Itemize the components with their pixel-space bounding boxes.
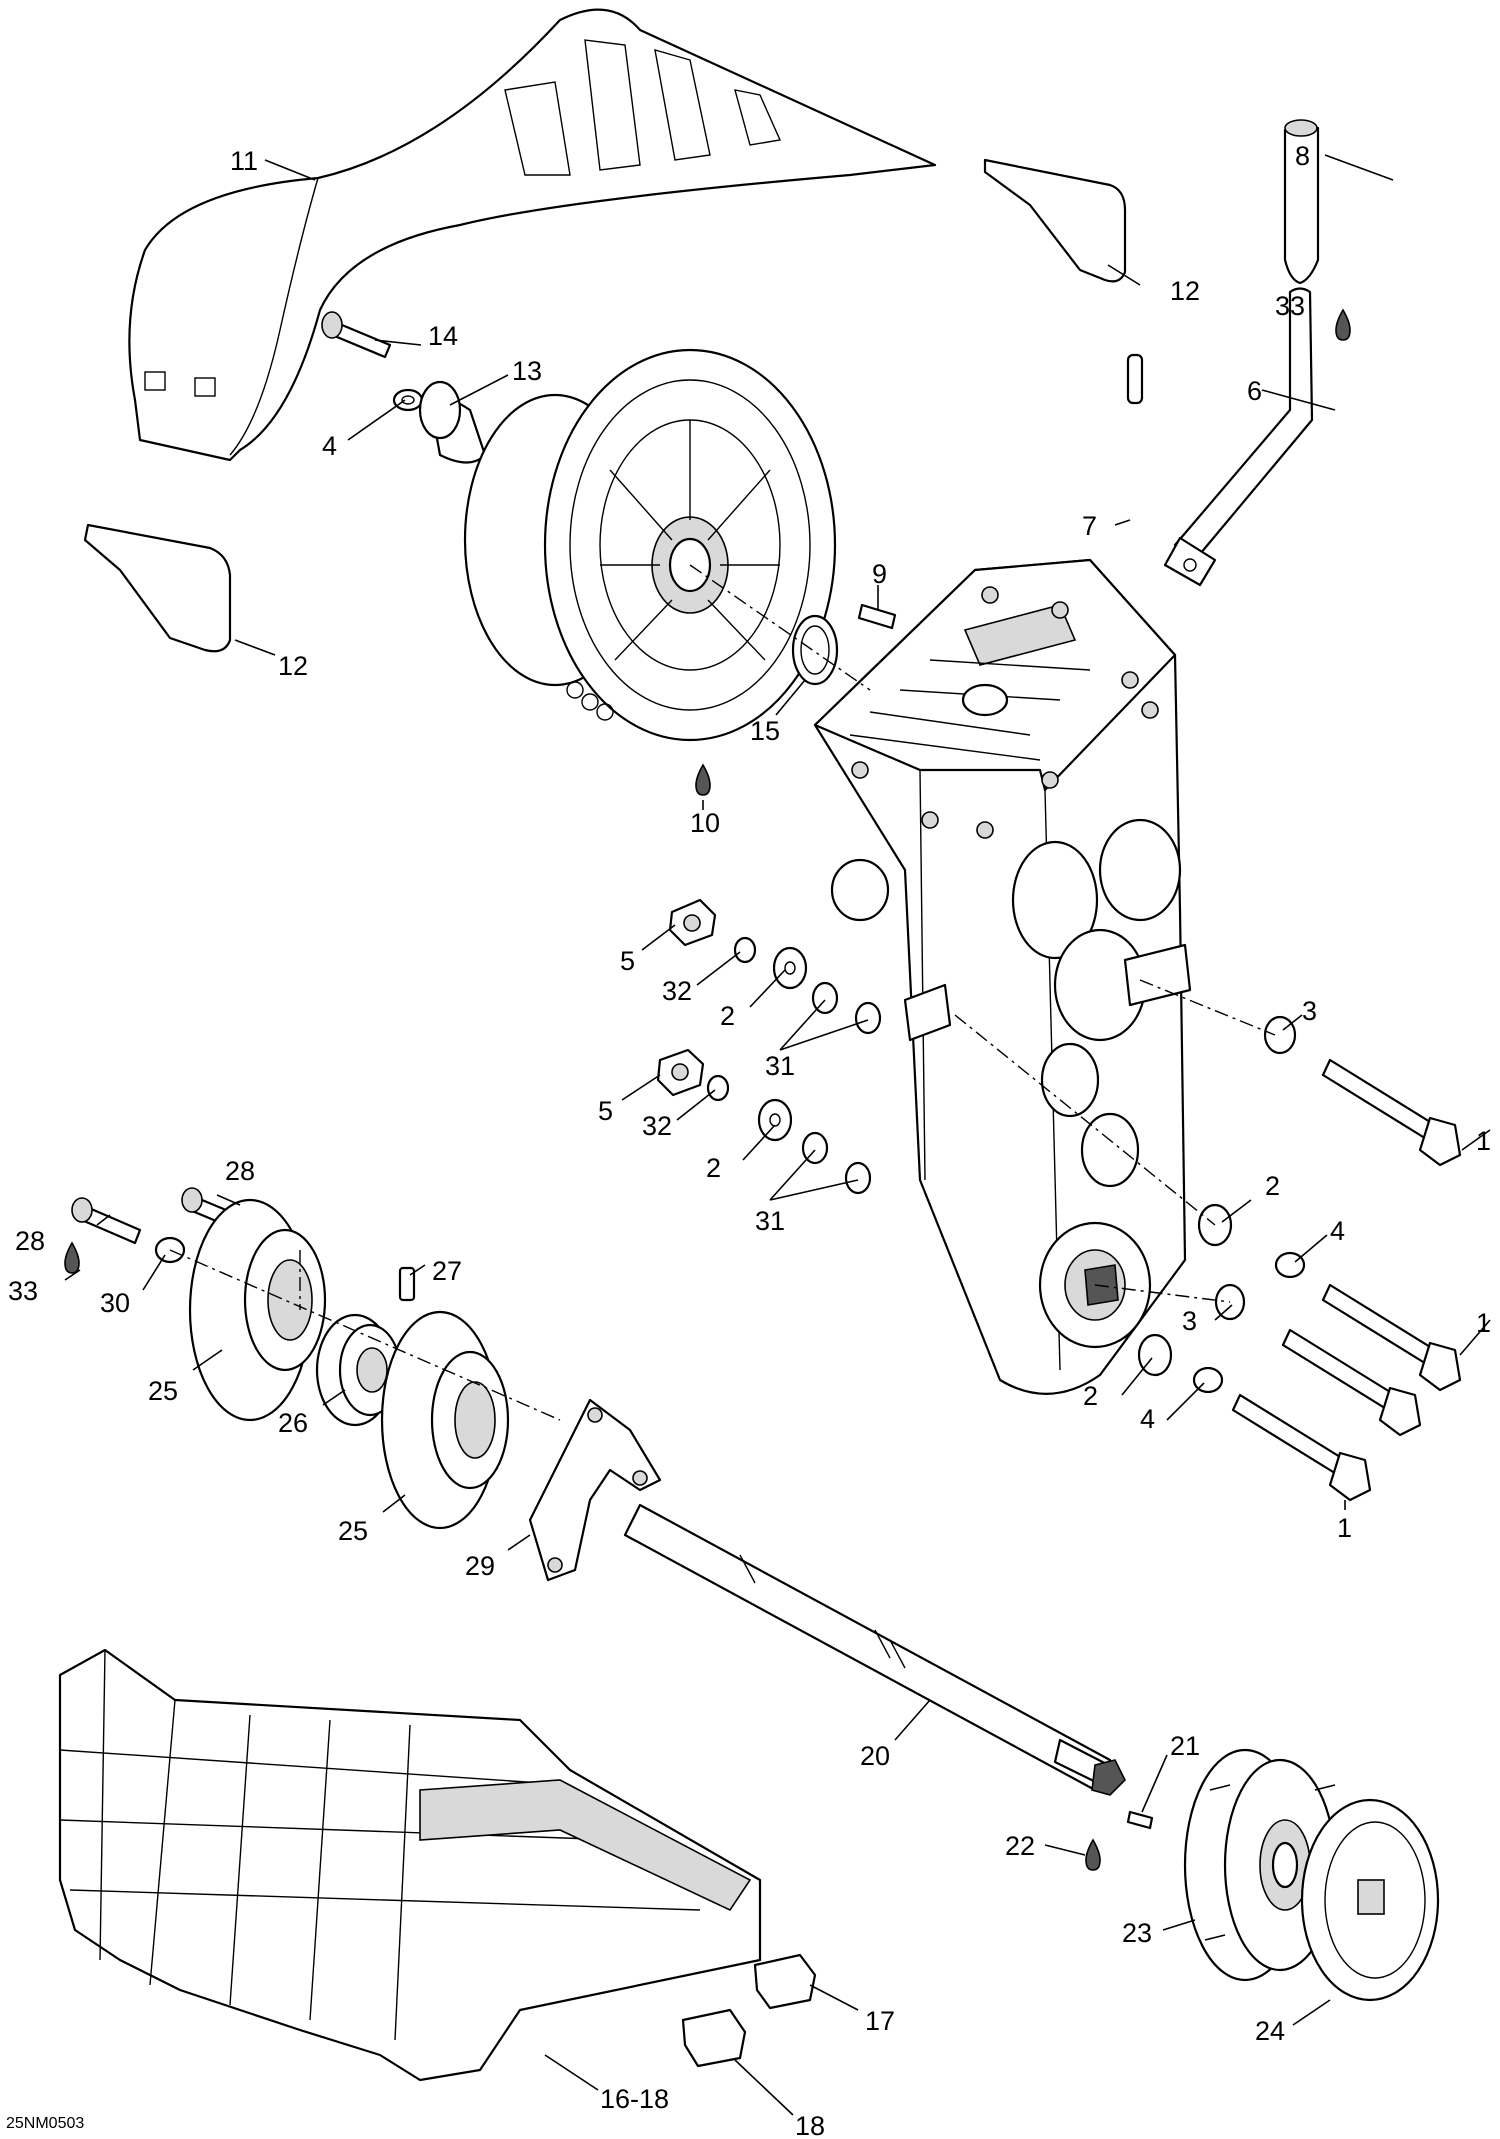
callout-2: 2: [1083, 1381, 1098, 1411]
callout-17: 17: [865, 2006, 895, 2036]
callout-16-18: 16-18: [600, 2084, 669, 2114]
callout-1: 1: [1476, 1308, 1491, 1338]
callout-2: 2: [1265, 1171, 1280, 1201]
part-28-bolt-a: [71, 1197, 142, 1245]
part-18-track-clip: [681, 2008, 747, 2068]
part-1-bolt-mid: [1321, 1283, 1462, 1392]
callout-32: 32: [662, 976, 692, 1006]
part-1-bolt-lower: [1231, 1393, 1372, 1502]
callout-labels: 11 12 12 8 33 6 14 13 4 7 9 15 10 5 32 2…: [8, 141, 1491, 2139]
callout-2: 2: [706, 1153, 721, 1183]
callout-8: 8: [1295, 141, 1310, 171]
callout-4: 4: [1140, 1404, 1155, 1434]
part-15-seal: [791, 614, 839, 686]
part-12-clip-lower: [83, 523, 232, 653]
callout-27: 27: [432, 1256, 462, 1286]
part-27-grease-fitting: [398, 1266, 416, 1302]
part-3-washer-upper: [1263, 1015, 1297, 1055]
part-14-screw: [321, 311, 392, 359]
callout-18: 18: [795, 2111, 825, 2139]
callout-3: 3: [1302, 996, 1317, 1026]
part-32-oring-upper: [733, 936, 757, 964]
part-5-nut-lower: [656, 1048, 705, 1097]
callout-20: 20: [860, 1741, 890, 1771]
part-20-drive-axle: [623, 1503, 1126, 1796]
callout-4: 4: [1330, 1216, 1345, 1246]
callout-29: 29: [465, 1551, 495, 1581]
leader-lines: [64, 154, 1491, 2116]
part-11-fender: [128, 8, 937, 462]
part-25-bearing-flange-inner: [380, 1310, 510, 1530]
callout-33: 33: [1275, 291, 1305, 321]
callout-25: 25: [148, 1376, 178, 1406]
callout-1: 1: [1476, 1126, 1491, 1156]
callout-31: 31: [755, 1206, 785, 1236]
part-5-nut-upper: [668, 898, 717, 947]
part-29-bracket: [528, 1398, 662, 1582]
callout-15: 15: [750, 716, 780, 746]
part-8-handle-grip: [1283, 119, 1320, 285]
part-32-oring-lower: [706, 1074, 730, 1102]
part-2-washer-b: [757, 1098, 793, 1142]
part-6-shift-lever: [1163, 287, 1314, 587]
callout-5: 5: [598, 1096, 613, 1126]
image-code: 25NM0503: [6, 2115, 84, 2132]
part-25-bearing-flange-outer: [188, 1198, 327, 1422]
callout-2: 2: [720, 1001, 735, 1031]
callout-21: 21: [1170, 1731, 1200, 1761]
callout-30: 30: [100, 1288, 130, 1318]
callout-13: 13: [512, 356, 542, 386]
lubricant-drop-icon: [64, 308, 1351, 1871]
callout-33: 33: [8, 1276, 38, 1306]
callout-1: 1: [1337, 1513, 1352, 1543]
part-9-key: [857, 603, 897, 630]
callout-7: 7: [1082, 511, 1097, 541]
part-24-hub-cap: [1300, 1798, 1440, 2002]
part-7-pin: [1126, 353, 1144, 405]
part-31-spacer-b: [801, 1131, 872, 1195]
callout-11: 11: [230, 146, 258, 176]
callout-23: 23: [1122, 1918, 1152, 1948]
callout-31: 31: [765, 1051, 795, 1081]
callout-14: 14: [428, 321, 458, 351]
part-4-washer-mid: [1274, 1251, 1306, 1279]
callout-22: 22: [1005, 1831, 1035, 1861]
callout-24: 24: [1255, 2016, 1285, 2046]
callout-4: 4: [322, 431, 337, 461]
callout-9: 9: [872, 559, 887, 589]
callout-26: 26: [278, 1408, 308, 1438]
callout-3: 3: [1182, 1306, 1197, 1336]
part-31-spacer-a: [811, 981, 882, 1035]
callout-28: 28: [225, 1156, 255, 1186]
callout-32: 32: [642, 1111, 672, 1141]
part-1-bolt-upper: [1321, 1058, 1462, 1167]
centerlines: [169, 564, 1276, 1421]
callout-12: 12: [1170, 276, 1200, 306]
callout-28: 28: [15, 1226, 45, 1256]
driven-pulley: [463, 348, 837, 742]
callout-25: 25: [338, 1516, 368, 1546]
part-12-clip-upper: [983, 158, 1127, 283]
gearbox-housing: [813, 558, 1192, 1395]
part-1-bolt-lower-mid: [1281, 1328, 1422, 1437]
part-16-18-track: [58, 1648, 762, 2082]
part-4-washer-upper: [392, 388, 424, 412]
callout-6: 6: [1247, 376, 1262, 406]
part-21-pin: [1126, 1810, 1154, 1830]
part-2-washer-a: [772, 946, 808, 990]
part-13-bushing: [418, 380, 487, 464]
callout-10: 10: [690, 808, 720, 838]
callout-5: 5: [620, 946, 635, 976]
part-17-track-clip: [753, 1953, 817, 2010]
callout-12: 12: [278, 651, 308, 681]
